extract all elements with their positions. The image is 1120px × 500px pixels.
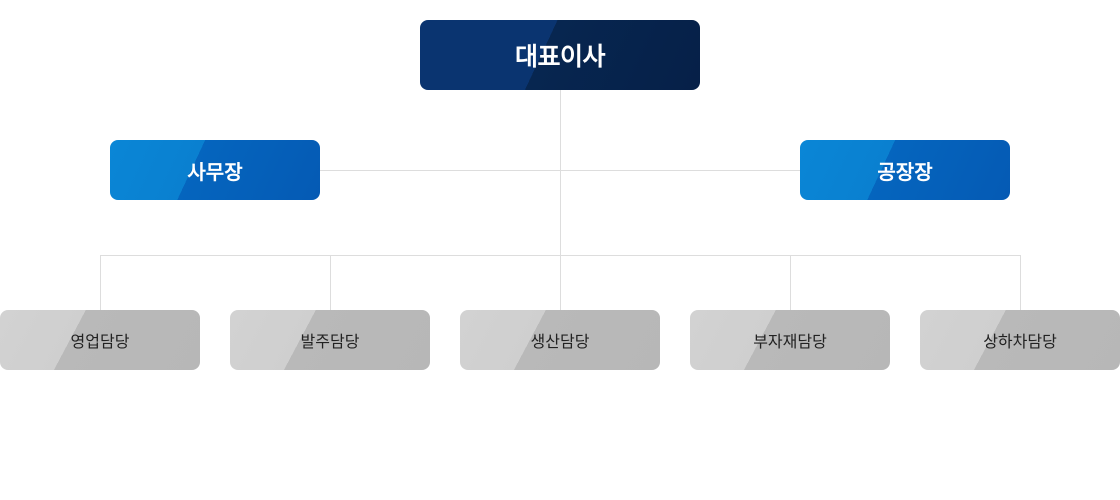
- ceo-box: 대표이사: [420, 20, 700, 90]
- team-box-production: 생산담당: [460, 310, 660, 370]
- team-label-materials: 부자재담당: [753, 332, 827, 351]
- office-manager-box: 사무장: [110, 140, 320, 200]
- office-manager-label: 사무장: [187, 159, 243, 184]
- ceo-label: 대표이사: [514, 42, 606, 71]
- team-label-sales: 영업담당: [70, 332, 130, 351]
- team-box-materials: 부자재담당: [690, 310, 890, 370]
- factory-manager-label: 공장장: [877, 159, 933, 184]
- team-label-production: 생산담당: [530, 332, 590, 351]
- team-label-ordering: 발주담당: [300, 332, 360, 351]
- factory-manager-box: 공장장: [800, 140, 1010, 200]
- team-box-loading: 상하차담당: [920, 310, 1120, 370]
- team-box-ordering: 발주담당: [230, 310, 430, 370]
- team-label-loading: 상하차담당: [983, 332, 1057, 351]
- team-box-sales: 영업담당: [0, 310, 200, 370]
